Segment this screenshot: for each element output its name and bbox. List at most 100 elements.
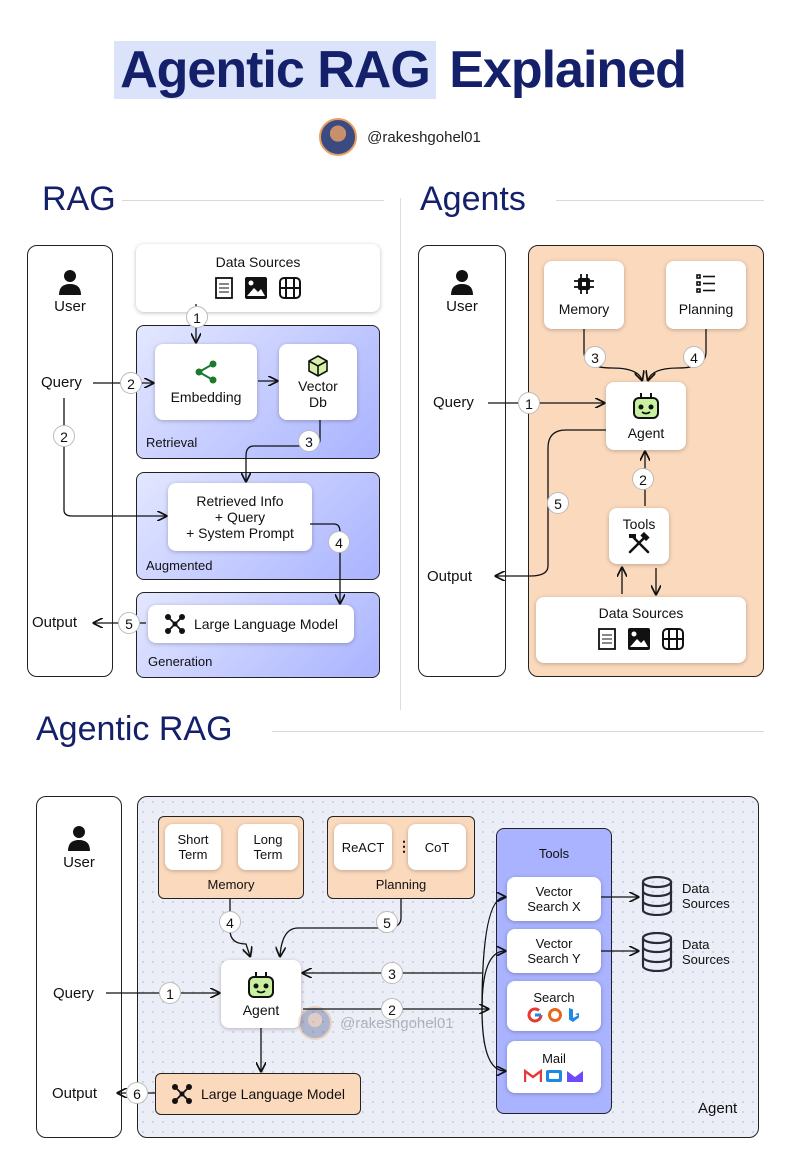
gmail-icon xyxy=(524,1069,542,1082)
rag-generation-label: Generation xyxy=(148,654,213,669)
agents-output-label: Output xyxy=(427,568,473,585)
tool-vector-search-y: Vector Search Y xyxy=(507,929,601,973)
page-title: Agentic RAG Explained xyxy=(0,40,800,100)
agentic-section-title: Agentic RAG xyxy=(36,710,233,748)
robot-icon xyxy=(633,393,659,419)
agents-step-5: 5 xyxy=(547,492,569,514)
agentic-agent: Agent xyxy=(221,960,301,1028)
watermark-avatar xyxy=(298,1006,332,1040)
vsy-line1: Vector xyxy=(535,936,573,951)
network-icon xyxy=(171,1084,192,1104)
video-icon xyxy=(662,628,684,650)
agentic-llm-label: Large Language Model xyxy=(200,1086,345,1102)
rag-vector-db-line1: Vector xyxy=(298,378,338,394)
planning-separator: ⋮ xyxy=(397,838,411,854)
agentic-memory-label: Memory xyxy=(207,877,255,892)
dsy-line2: Sources xyxy=(682,952,730,967)
agents-title-rule xyxy=(556,200,764,201)
agents-user-label: User xyxy=(446,298,478,315)
rag-step-1: 1 xyxy=(186,306,208,328)
vsy-line2: Search Y xyxy=(527,951,581,966)
rag-retrieved-line1: Retrieved Info xyxy=(196,493,284,509)
bing-icon xyxy=(569,1007,579,1022)
agents-user-column xyxy=(418,245,506,677)
title-rest: Explained xyxy=(435,41,687,99)
agents-data-sources: Data Sources xyxy=(536,597,746,663)
agentic-tools-label: Tools xyxy=(538,846,570,861)
rag-step-3: 3 xyxy=(298,430,320,452)
agents-tools-label: Tools xyxy=(622,516,656,532)
agentic-step-2: 2 xyxy=(381,998,403,1020)
agentic-short-line1: Short xyxy=(177,832,209,847)
agentic-agent-label: Agent xyxy=(242,1002,280,1018)
dsx-line1: Data xyxy=(682,881,710,896)
agentic-cot-label: CoT xyxy=(424,839,450,855)
rag-augmented-label: Augmented xyxy=(146,558,213,573)
agentic-user-column xyxy=(36,796,122,1138)
google-icon xyxy=(527,1006,543,1022)
agentic-data-sources-x: Data Sources xyxy=(640,876,730,916)
rag-step-2b: 2 xyxy=(53,425,75,447)
vsx-line1: Vector xyxy=(535,884,573,899)
agents-agent-label: Agent xyxy=(627,425,665,441)
rag-embedding-label: Embedding xyxy=(170,389,242,405)
rag-retrieval-label: Retrieval xyxy=(146,435,198,450)
image-icon xyxy=(245,277,267,299)
rag-data-icons xyxy=(136,276,380,300)
search-engine-icons xyxy=(527,1006,581,1023)
rag-vector-db-line2: Db xyxy=(309,394,327,410)
user-icon xyxy=(59,270,81,295)
agents-agent: Agent xyxy=(606,382,686,450)
agents-section-title: Agents xyxy=(420,180,526,218)
tool-search: Search xyxy=(507,981,601,1031)
database-icon xyxy=(641,932,673,972)
agentic-user: User xyxy=(36,824,122,871)
share-icon xyxy=(195,360,217,384)
tool-search-label: Search xyxy=(533,989,575,1005)
image-icon xyxy=(628,628,650,650)
agentic-react: ReACT xyxy=(334,824,392,870)
agentic-short-term: Short Term xyxy=(165,824,221,870)
list-icon xyxy=(696,274,715,293)
proton-mail-icon xyxy=(567,1071,583,1082)
agentic-llm: Large Language Model xyxy=(155,1073,361,1115)
rag-embedding: Embedding xyxy=(155,344,257,420)
video-icon xyxy=(279,277,301,299)
database-icon xyxy=(641,876,673,916)
agentic-step-6: 6 xyxy=(126,1082,148,1104)
author-handle: @rakeshgohel01 xyxy=(367,128,481,146)
mail-icons xyxy=(524,1069,584,1083)
agents-tools: Tools xyxy=(609,508,669,564)
agents-query-label: Query xyxy=(433,394,474,411)
document-icon xyxy=(598,628,616,650)
agentic-data-sources-y: Data Sources xyxy=(640,932,730,972)
rag-user-label: User xyxy=(54,298,86,315)
agents-planning-label: Planning xyxy=(678,301,734,317)
agentic-agent-panel-label: Agent xyxy=(698,1100,738,1117)
tool-mail-label: Mail xyxy=(542,1051,566,1066)
tools-icon xyxy=(628,532,650,554)
rag-retrieved-line3: + System Prompt xyxy=(186,525,294,541)
rag-step-4: 4 xyxy=(328,531,350,553)
agentic-react-label: ReACT xyxy=(341,839,385,855)
agentic-step-3: 3 xyxy=(381,962,403,984)
duckduckgo-icon xyxy=(548,1007,562,1022)
agents-memory: Memory xyxy=(544,261,624,329)
agentic-long-line1: Long xyxy=(253,832,283,847)
agentic-long-line2: Term xyxy=(253,847,283,862)
agents-memory-label: Memory xyxy=(558,301,610,317)
rag-retrieved-info: Retrieved Info + Query + System Prompt xyxy=(168,483,312,551)
agentic-output-label: Output xyxy=(52,1085,98,1102)
rag-data-sources-label: Data Sources xyxy=(215,254,301,270)
rag-section-title: RAG xyxy=(42,180,116,218)
avatar xyxy=(319,118,358,156)
author-line: @rakeshgohel01 xyxy=(0,118,800,156)
agentic-step-5: 5 xyxy=(376,911,398,933)
agentic-step-4: 4 xyxy=(219,911,241,933)
agents-data-sources-label: Data Sources xyxy=(598,605,684,621)
agentic-title-rule xyxy=(272,731,764,732)
agentic-short-line2: Term xyxy=(178,847,208,862)
rag-vector-db: Vector Db xyxy=(279,344,357,420)
rag-step-2a: 2 xyxy=(120,372,142,394)
